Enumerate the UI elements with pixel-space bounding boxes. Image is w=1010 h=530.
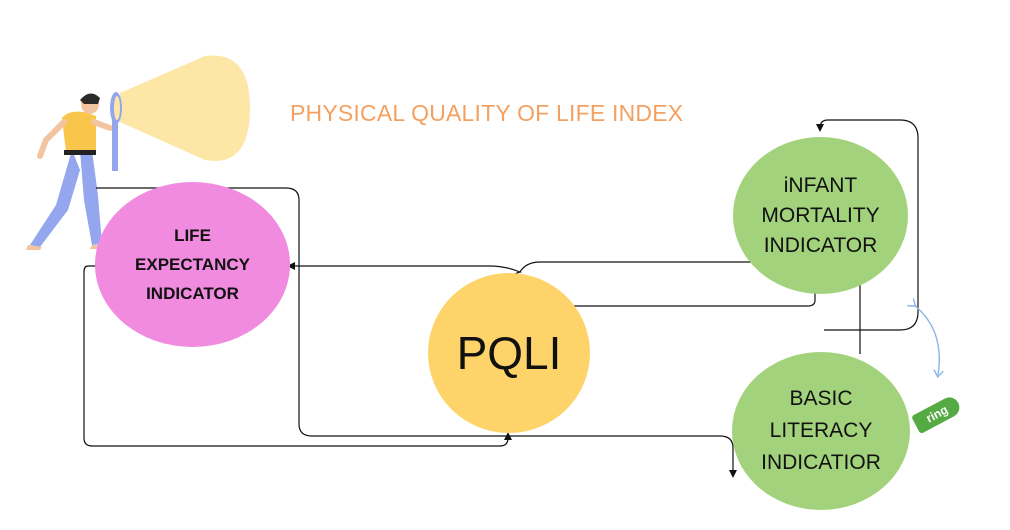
connector-life-to-literacy [96,187,737,478]
pqli-node: PQLI [428,273,590,433]
page-title: PHYSICAL QUALITY OF LIFE INDEX [290,100,684,126]
spotlight-beam [120,55,250,161]
life-expectancy-label: LIFE EXPECTANCY INDICATOR [135,226,250,303]
infant-mortality-node: iNFANT MORTALITY INDICATOR [733,137,908,294]
connector-life-to-pqli [83,265,512,447]
life-expectancy-node: LIFE EXPECTANCY INDICATOR [95,182,290,347]
infant-mortality-label: iNFANT MORTALITY INDICATOR [761,173,880,257]
person-with-flashlight-icon [26,92,122,250]
pqli-label: PQLI [456,327,562,379]
basic-literacy-label: BASIC LITERACY INDICATIOR [761,387,881,474]
curved-double-arrow-icon [914,305,939,375]
basic-literacy-node: BASIC LITERACY INDICATIOR [732,352,910,510]
